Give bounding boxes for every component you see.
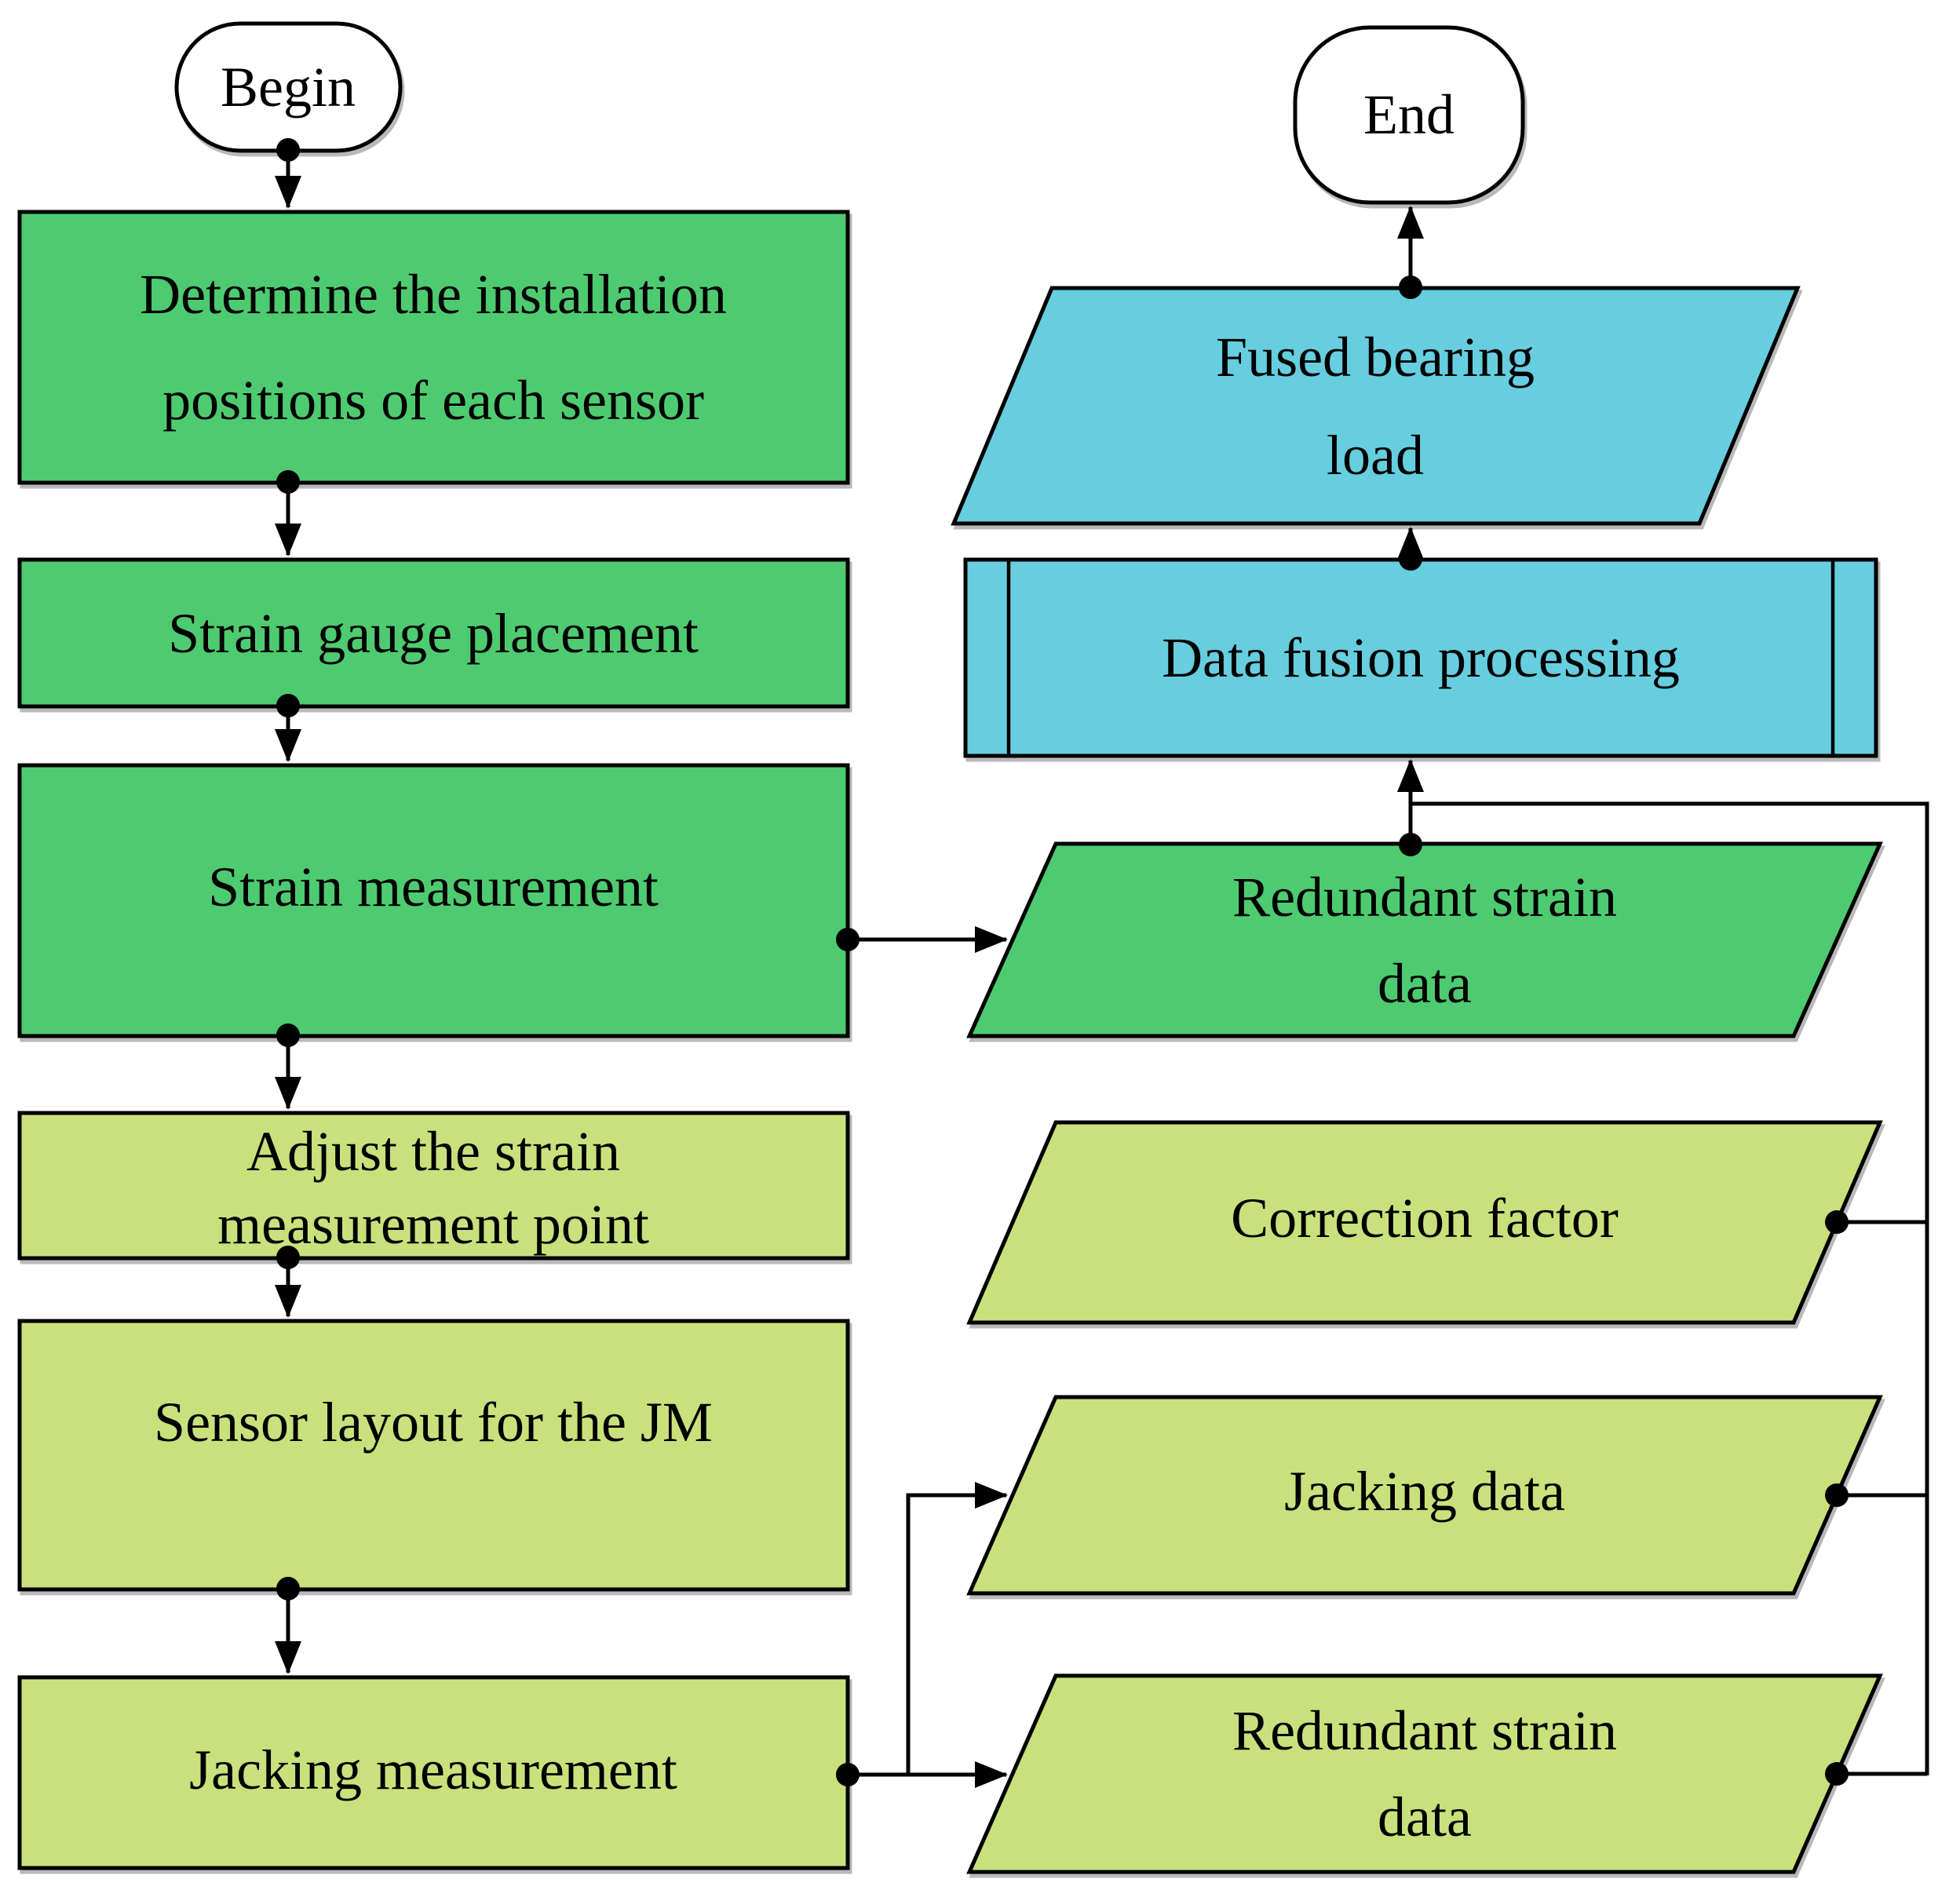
- redundant-strain-yellow-parallelogram: [966, 1673, 1883, 1874]
- begin-label: Begin: [221, 56, 356, 119]
- redundant-strain-yellow-label-line2: data: [1378, 1786, 1472, 1848]
- strain-gauge-process-box: [17, 557, 850, 709]
- data-fusion-label: Data fusion processing: [1162, 626, 1680, 689]
- adjust-process-box: [17, 1111, 850, 1261]
- strain-measurement-process-box: [17, 763, 850, 1038]
- sensor-layout-label: Sensor layout for the JM: [154, 1391, 713, 1454]
- strain-measurement-label: Strain measurement: [208, 856, 659, 918]
- fused-bearing-load-label-line2: load: [1327, 424, 1424, 487]
- jacking-data-label: Jacking data: [1284, 1460, 1565, 1523]
- sensor-layout-process-box: [17, 1319, 850, 1592]
- flow-connectors: [275, 138, 1929, 1788]
- jacking-measurement-process-box: [17, 1675, 850, 1870]
- adjust-label-line2: measurement point: [217, 1193, 649, 1256]
- redundant-strain-green-parallelogram: [966, 841, 1883, 1038]
- determine-label-line1: Determine the installation: [140, 263, 727, 326]
- redundant-strain-green-label-line1: Redundant strain: [1232, 866, 1617, 929]
- correction-factor-label: Correction factor: [1231, 1187, 1619, 1250]
- end-label: End: [1363, 83, 1454, 146]
- adjust-label-line1: Adjust the strain: [246, 1120, 620, 1183]
- fused-bearing-load-parallelogram: [951, 286, 1801, 526]
- determine-process-box: [17, 210, 850, 485]
- end-terminator: [1293, 25, 1525, 205]
- correction-factor-parallelogram: [966, 1120, 1883, 1325]
- strain-gauge-label: Strain gauge placement: [168, 602, 699, 665]
- fused-bearing-load-label-line1: Fused bearing: [1216, 326, 1535, 389]
- jacking-measurement-label: Jacking measurement: [189, 1739, 677, 1801]
- redundant-strain-green-label-line2: data: [1378, 952, 1472, 1015]
- determine-label-line2: positions of each sensor: [162, 369, 704, 432]
- data-fusion-predefined-process: [963, 557, 1878, 758]
- redundant-strain-yellow-label-line1: Redundant strain: [1232, 1699, 1617, 1762]
- jacking-data-parallelogram: [966, 1395, 1883, 1596]
